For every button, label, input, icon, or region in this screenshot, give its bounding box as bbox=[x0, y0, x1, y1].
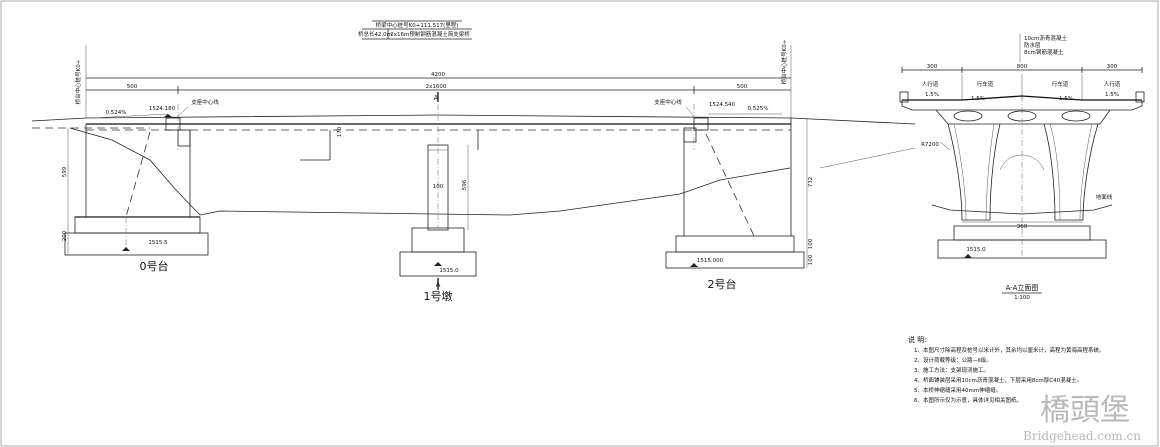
right-foundation-elevation: 1515.000 bbox=[697, 258, 724, 264]
abutment-0-label: 0号台 bbox=[140, 259, 169, 273]
left-foundation-elevation: 1515.5 bbox=[148, 240, 168, 246]
header-table: 桥梁中心桩号K0+111.517(里程) 桥总长42.0m 2x16m预制钢筋混… bbox=[358, 20, 472, 40]
lane-carriageway-left: 行车道 bbox=[977, 80, 994, 88]
lane-carriageway-right: 行车道 bbox=[1052, 80, 1069, 88]
lane-sidewalk-left: 人行道 bbox=[922, 80, 939, 88]
right-bearing-label: 支座中心线 bbox=[654, 98, 682, 106]
left-span-dim: 500 bbox=[127, 84, 138, 90]
left-foundation-height: 200 bbox=[62, 230, 68, 241]
note-item-5: 5、本桥伸缩缝采用40mm伸缩缝。 bbox=[914, 386, 1001, 394]
section-a-a: 10cm沥青混凝土 防水层 8cm钢筋混凝土 300 800 300 人行道 行… bbox=[899, 34, 1145, 301]
notes-heading: 说 明: bbox=[908, 335, 927, 344]
section-ground-label: 地面线 bbox=[1096, 193, 1113, 201]
left-deck-elevation: 1524.180 bbox=[149, 106, 176, 112]
note-item-3: 3、施工方法：支架现浇施工。 bbox=[914, 366, 989, 374]
section-width-right: 300 bbox=[1107, 64, 1118, 70]
right-abutment-vertical-label: 桥台中心桩号K0+ bbox=[780, 39, 788, 84]
right-foundation-height-2: 100 bbox=[808, 254, 814, 265]
section-title: A-A立面图 bbox=[1006, 283, 1039, 292]
slope-4: 1.5% bbox=[1105, 92, 1119, 98]
section-note-3: 8cm钢筋混凝土 bbox=[1024, 48, 1064, 56]
pier-column-width: 100 bbox=[433, 184, 444, 190]
slope-1: 1.5% bbox=[925, 92, 939, 98]
section-note-1: 10cm沥青混凝土 bbox=[1024, 34, 1067, 42]
section-mark-top: A bbox=[434, 94, 439, 102]
section-width-total: 800 bbox=[1017, 64, 1028, 70]
span-label: 2x16m预制钢筋混凝土简支梁桥 bbox=[390, 30, 470, 38]
note-item-4: 4、桥面铺装层采用10cm沥青混凝土，下层采用8cm厚C40混凝土。 bbox=[914, 376, 1082, 384]
elevation-view: 桥台中心桩号K0+ 桥台中心桩号K0+ 4200 500 2x1600 500 … bbox=[31, 39, 916, 303]
pier-cap-dim: 170 bbox=[337, 126, 343, 137]
section-note-2: 防水层 bbox=[1024, 41, 1041, 49]
pier-1: 170 100 596 1515.0 A 1号墩 bbox=[300, 104, 479, 303]
left-abutment-vertical-label: 桥台中心桩号K0+ bbox=[74, 59, 82, 104]
note-item-1: 1、本图尺寸除高程及桩号以米计外，其余均以厘米计，高程为黄海高程系统。 bbox=[914, 346, 1105, 354]
column-radius-label: R7200 bbox=[921, 142, 939, 148]
section-scale: 1:100 bbox=[1014, 295, 1030, 301]
left-slope-label: 0.524% bbox=[106, 110, 127, 116]
right-span-dim: 500 bbox=[737, 84, 748, 90]
length-label: 桥总长42.0m bbox=[358, 30, 392, 38]
pier-1-label: 1号墩 bbox=[424, 289, 453, 303]
watermark: 橋頭堡 Bridgehead.com.cn bbox=[1023, 393, 1141, 443]
watermark-en: Bridgehead.com.cn bbox=[1023, 429, 1141, 443]
left-bearing-label: 支座中心线 bbox=[191, 98, 219, 106]
note-item-6: 6、本图所示仅为示意，具体详见相关图纸。 bbox=[914, 396, 1022, 404]
overall-length-dim: 4200 bbox=[431, 72, 445, 78]
right-deck-elevation: 1524.540 bbox=[709, 102, 736, 108]
section-base-width: 360 bbox=[1017, 224, 1028, 230]
section-foundation-elevation: 1515.0 bbox=[966, 247, 986, 253]
abutment-2-label: 2号台 bbox=[708, 277, 737, 291]
watermark-cn: 橋頭堡 bbox=[1040, 393, 1130, 428]
section-width-left: 300 bbox=[927, 64, 938, 70]
abutment-0: 599 200 1515.5 0号台 bbox=[32, 117, 209, 273]
mid-span-dim: 2x1600 bbox=[426, 84, 447, 90]
pier-foundation-elevation: 1515.0 bbox=[439, 268, 459, 274]
lane-sidewalk-right: 人行道 bbox=[1104, 80, 1121, 88]
notes-block: 说 明: 1、本图尺寸除高程及桩号以米计外，其余均以厘米计，高程为黄海高程系统。… bbox=[908, 335, 1105, 404]
pier-column-height: 596 bbox=[462, 179, 468, 190]
note-item-2: 2、设计荷载等级：公路—Ⅱ级。 bbox=[914, 356, 992, 364]
abutment-2: 732 100 100 1515.000 2号台 bbox=[665, 117, 814, 291]
station-line-text: 桥梁中心桩号K0+111.517(里程) bbox=[376, 21, 459, 29]
right-abutment-height: 732 bbox=[808, 177, 814, 188]
right-foundation-height-1: 100 bbox=[808, 238, 814, 249]
left-abutment-height: 599 bbox=[62, 166, 68, 177]
right-slope-label: 0.525% bbox=[748, 106, 769, 112]
